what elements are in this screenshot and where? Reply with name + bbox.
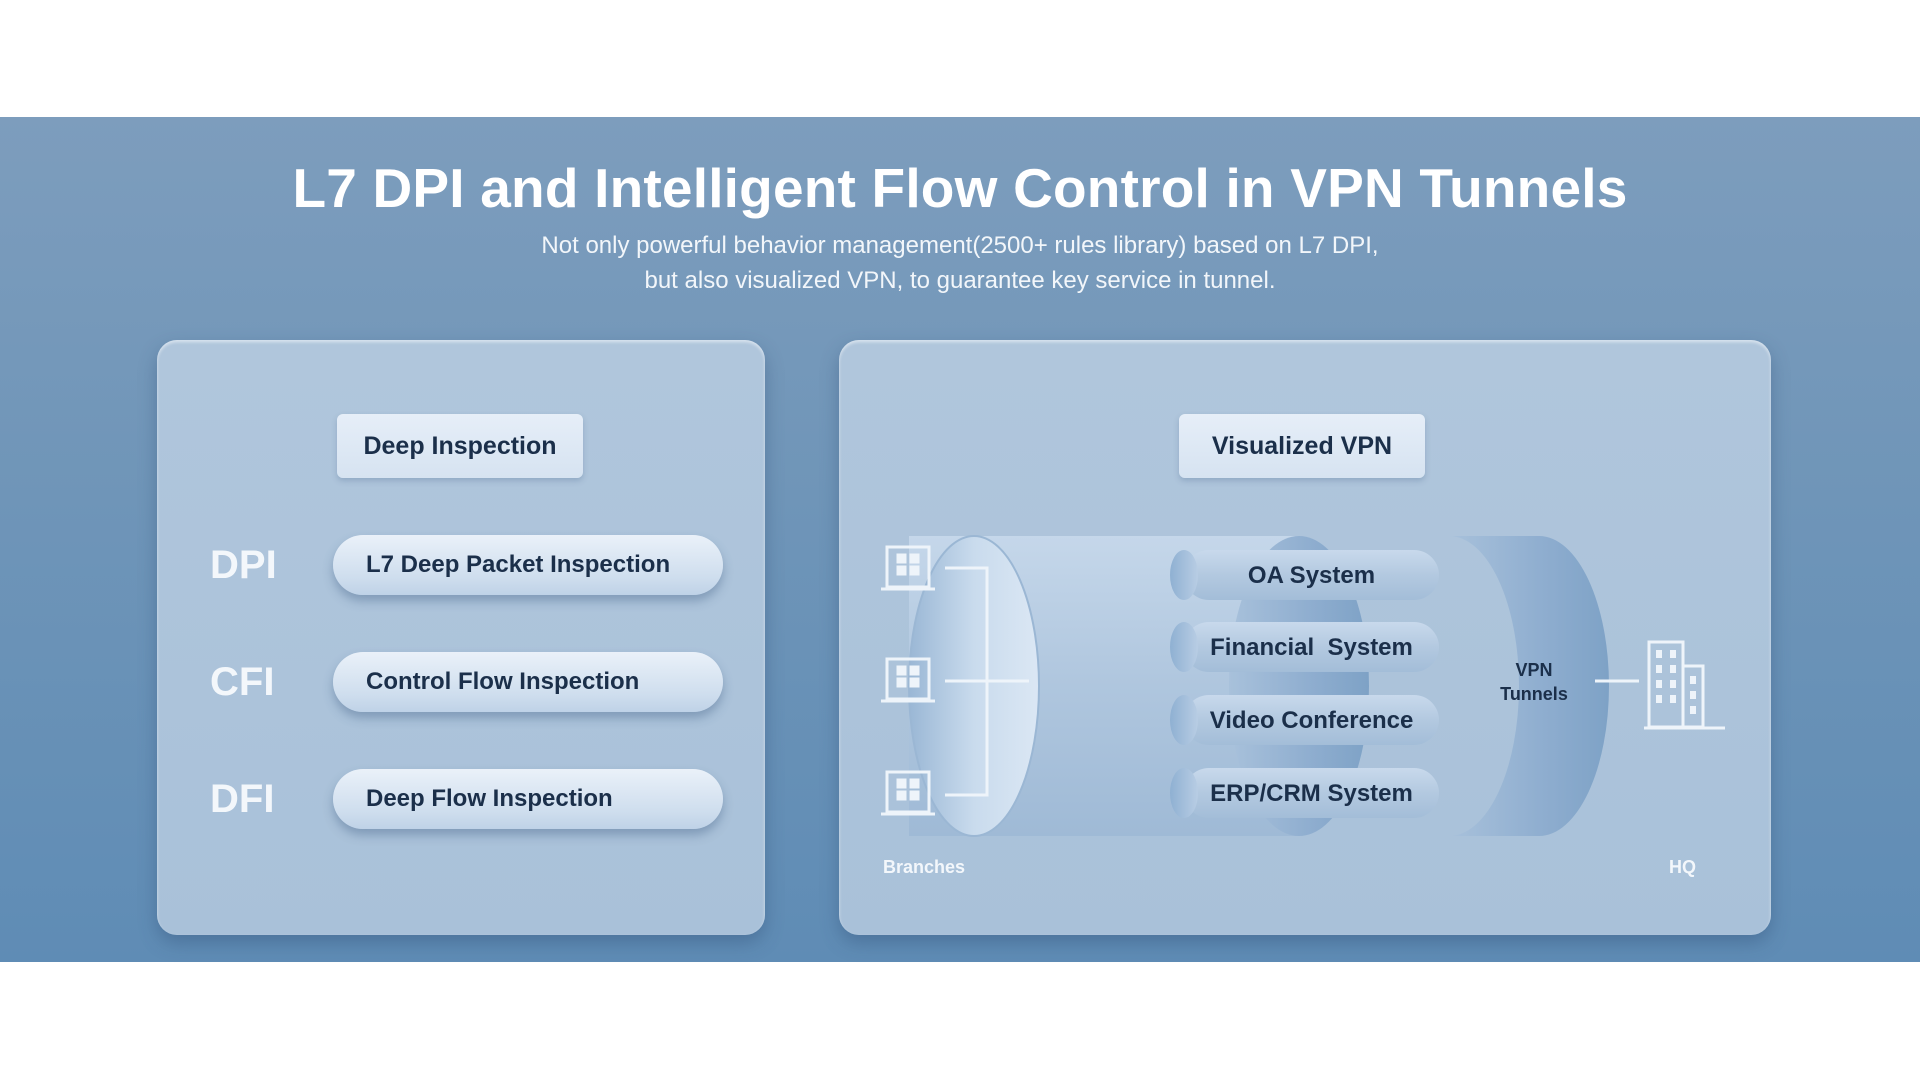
band-video-cap [1170,695,1198,745]
band-video [1184,695,1439,745]
visualized-vpn-panel: Visualized VPN [839,340,1771,935]
vpn-tunnels-label-line2: Tunnels [1500,684,1568,704]
cfi-abbr: CFI [210,660,275,704]
dfi-pill: Deep Flow Inspection [333,769,723,829]
deep-inspection-panel: Deep Inspection DPI L7 Deep Packet Inspe… [157,340,765,935]
band-erp-cap [1170,768,1198,818]
cfi-pill: Control Flow Inspection [333,652,723,712]
band-oa [1184,550,1439,600]
vpn-diagram [840,340,1725,837]
vpn-tunnels-label: VPN Tunnels [1489,658,1579,706]
page-title: L7 DPI and Intelligent Flow Control in V… [292,157,1628,219]
visualized-vpn-tag: Visualized VPN [1179,414,1425,478]
system-label-oa: OA System [1247,562,1376,589]
band-financial-cap [1170,622,1198,672]
system-bands [1170,550,1439,818]
dpi-pill: L7 Deep Packet Inspection [333,535,723,595]
office-tower-icon [1644,640,1725,730]
system-label-video: Video Conference [1209,707,1414,734]
system-label-financial: Financial System [1210,634,1413,661]
band-oa-cap [1170,550,1198,600]
branches-caption: Branches [883,857,966,877]
tunnel-right-cap [1449,536,1609,836]
unused-guide [840,340,906,536]
vpn-tunnels-label-line1: VPN [1515,660,1553,680]
tunnel-front-opening [908,535,1040,837]
building-icon [881,770,935,816]
dpi-abbr: DPI [210,543,277,587]
dfi-abbr: DFI [210,777,275,821]
deep-inspection-tag: Deep Inspection [337,414,583,478]
subtitle-line-2: but also visualized VPN, to guarantee ke… [644,267,1276,294]
band-erp [1184,768,1439,818]
system-label-erp: ERP/CRM System [1210,780,1413,807]
hq-caption: HQ [1669,857,1696,877]
band-financial [1184,622,1439,672]
tunnel-back-end [1229,536,1369,836]
subtitle-line-1: Not only powerful behavior management(25… [541,232,1379,259]
building-icon [881,545,935,591]
branch-connectors [945,566,1639,797]
building-icon [881,657,935,703]
